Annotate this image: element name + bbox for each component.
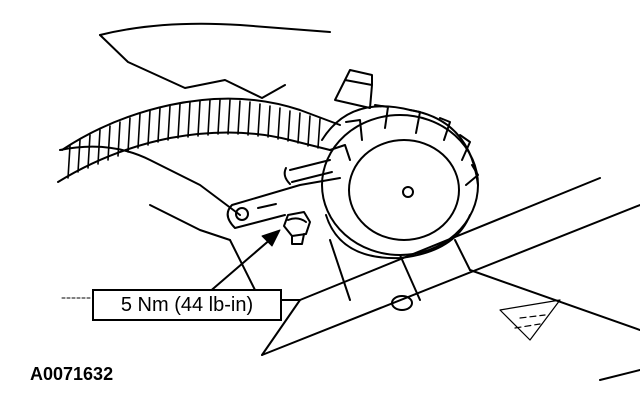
mounting-plate [261, 177, 640, 381]
bolt [283, 211, 311, 245]
canister-housing [321, 104, 479, 260]
lower-support [229, 239, 471, 301]
hose-nipple [283, 159, 333, 185]
callout-arrowhead [261, 229, 281, 247]
figure-id-label: A0071632 [30, 364, 114, 384]
mounting-bracket [226, 177, 341, 229]
left-lower-contour [149, 204, 231, 241]
wiring-harness [57, 97, 341, 183]
torque-callout-box: 5 Nm (44 lb-in) [92, 289, 282, 321]
left-bracket-contour [59, 145, 241, 216]
upper-panel-edge [99, 22, 331, 36]
top-fitting [334, 69, 373, 109]
upper-body-contour [99, 34, 286, 99]
torque-callout-text: 5 Nm (44 lb-in) [120, 293, 254, 316]
